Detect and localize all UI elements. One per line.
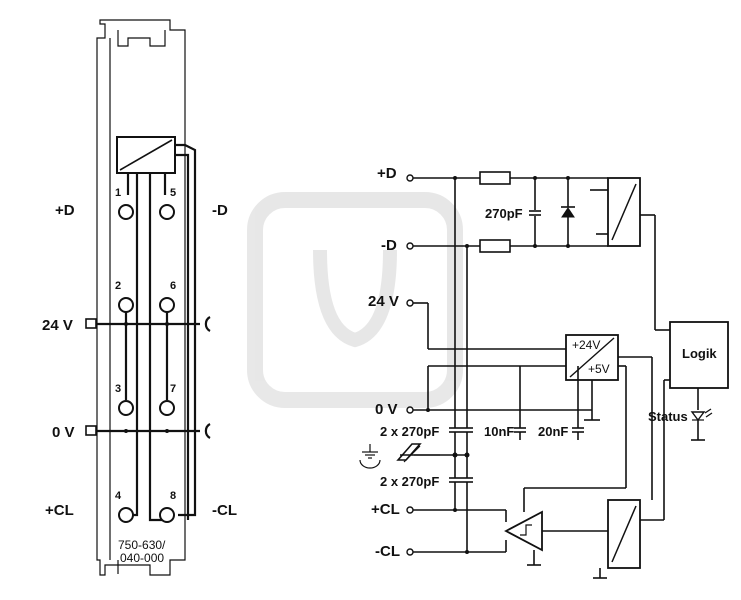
terminal-24v (406, 299, 414, 307)
module-electronics-diagonal (119, 139, 173, 171)
pin-7-terminal[interactable] (159, 400, 175, 416)
pin-1-terminal[interactable] (118, 204, 134, 220)
module-label-plus-cl: +CL (45, 502, 74, 519)
shield-clamp-icon (396, 443, 440, 463)
pin-5-terminal[interactable] (159, 204, 175, 220)
pin-2-terminal[interactable] (118, 297, 134, 313)
watermark-logo (247, 192, 463, 408)
converter-in-label: +24V (572, 338, 600, 352)
pin-6-terminal[interactable] (159, 297, 175, 313)
pin-8-terminal[interactable] (159, 507, 175, 523)
pin-label-6: 6 (170, 280, 176, 292)
rail-0v-connector (85, 425, 97, 436)
diode-d (561, 207, 575, 218)
cap-label-2x270pf-bottom: 2 x 270pF (380, 474, 439, 489)
schematic-label-minus-cl: -CL (375, 543, 400, 560)
resistor-plus-d (479, 171, 511, 185)
schematic-label-24v: 24 V (368, 293, 399, 310)
module-label-0v: 0 V (52, 424, 75, 441)
cap-label-20nf: 20nF (538, 424, 568, 439)
logic-block-label: Logik (682, 346, 717, 361)
converter-out-label: +5V (588, 362, 610, 376)
module-label-minus-d: -D (212, 202, 228, 219)
pin-4-terminal[interactable] (118, 507, 134, 523)
pin-label-1: 1 (115, 187, 121, 199)
terminal-plus-cl (406, 506, 414, 514)
module-label-minus-cl: -CL (212, 502, 237, 519)
part-number-line-2: 040-000 (120, 551, 164, 565)
cap-label-10nf: 10nF (484, 424, 514, 439)
schematic-label-0v: 0 V (375, 401, 398, 418)
schematic-label-plus-cl: +CL (371, 501, 400, 518)
schematic: +D -D 24 V 0 V +CL -CL 270pF (359, 165, 729, 579)
pin-label-4: 4 (115, 490, 122, 502)
earth-ground-icon (359, 444, 381, 469)
pin-label-7: 7 (170, 383, 176, 395)
module-outline (96, 19, 186, 576)
cl-comparator (504, 510, 543, 552)
cap-label-270pf-d: 270pF (485, 206, 523, 221)
terminal-0v (406, 406, 414, 414)
pin-label-5: 5 (170, 187, 176, 199)
pin-label-2: 2 (115, 280, 121, 292)
resistor-minus-d (479, 239, 511, 253)
terminal-plus-d (406, 174, 414, 182)
status-label: Status (648, 409, 688, 424)
logic-block (669, 321, 729, 389)
pin-3-terminal[interactable] (118, 400, 134, 416)
schematic-label-minus-d: -D (381, 237, 397, 254)
part-number-line-1: 750-630/ (118, 538, 166, 552)
module-label-plus-d: +D (55, 202, 75, 219)
pin-group (118, 204, 175, 523)
cap-label-2x270pf-top: 2 x 270pF (380, 424, 439, 439)
module-label-24v: 24 V (42, 317, 73, 334)
pin-label-3: 3 (115, 383, 121, 395)
terminal-minus-d (406, 242, 414, 250)
schematic-label-plus-d: +D (377, 165, 397, 182)
rail-24v-connector (85, 318, 97, 329)
status-led-icon (690, 408, 713, 422)
pin-label-8: 8 (170, 490, 176, 502)
terminal-module: 1 5 2 6 3 7 4 8 +D -D 24 V 0 V +CL -CL 7… (42, 19, 237, 576)
terminal-minus-cl (406, 548, 414, 556)
